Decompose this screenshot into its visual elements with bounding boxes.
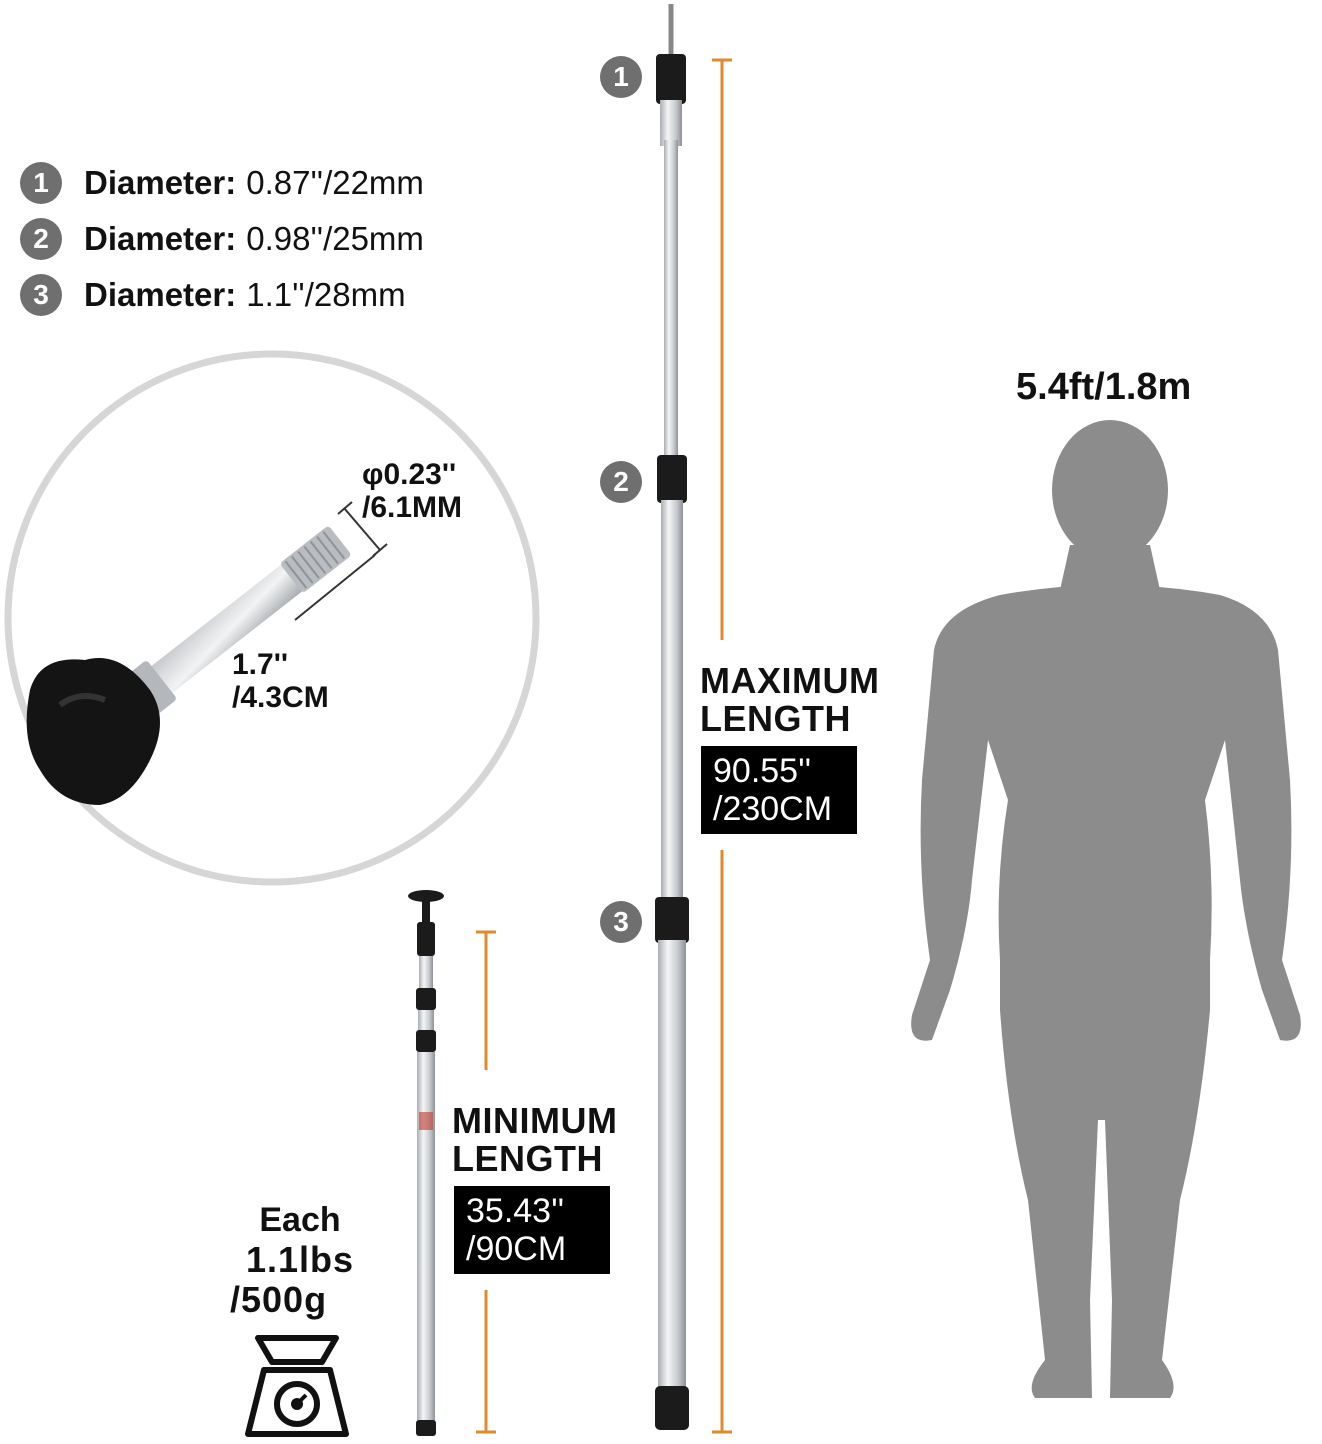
spec-row-2: 2 Diameter: 0.98''/25mm — [20, 218, 424, 260]
weight-grams: /500g — [230, 1279, 328, 1320]
min-length-value-line1: 35.43'' — [466, 1192, 565, 1230]
human-silhouette — [911, 420, 1301, 1398]
spec-row-3: 3 Diameter: 1.1''/28mm — [20, 274, 406, 316]
weight-lbs: 1.1lbs — [245, 1239, 355, 1280]
tip-diameter-line1: φ0.23'' — [362, 458, 457, 491]
pole-marker-3: 3 — [600, 901, 642, 943]
spec-key: Diameter: — [84, 276, 237, 313]
min-length-value-line2: /90CM — [466, 1230, 567, 1268]
number-3-badge: 3 — [20, 274, 62, 316]
spec-key: Diameter: — [84, 164, 237, 201]
spec-value: 0.98''/25mm — [246, 220, 424, 257]
min-length-label: MINIMUM LENGTH — [452, 1102, 617, 1178]
weight-label: Each 1.1lbs /500g — [230, 1200, 370, 1320]
collapsed-pole — [408, 890, 444, 1436]
min-length-label-line1: MINIMUM — [452, 1100, 618, 1141]
min-length-label-line2: LENGTH — [452, 1138, 603, 1179]
spec-value: 0.87''/22mm — [246, 164, 424, 201]
max-length-label-line2: LENGTH — [700, 698, 851, 739]
min-length-dimension — [476, 930, 496, 1434]
number-1-badge: 1 — [20, 162, 62, 204]
tip-length-label: 1.7'' /4.3CM — [232, 648, 329, 714]
max-length-value-line2: /230CM — [713, 790, 833, 828]
max-length-value: 90.55'' /230CM — [701, 746, 857, 834]
tip-length-line1: 1.7'' — [232, 648, 288, 681]
spec-row-1: 1 Diameter: 0.87''/22mm — [20, 162, 424, 204]
spec-value: 1.1''/28mm — [246, 276, 406, 313]
max-length-dimension — [712, 58, 732, 1434]
pole-marker-2: 2 — [600, 461, 642, 503]
human-height-label: 5.4ft/1.8m — [1016, 366, 1192, 408]
min-length-value: 35.43'' /90CM — [454, 1186, 610, 1274]
tip-diameter-line2: /6.1MM — [362, 491, 463, 524]
weight-each: Each — [259, 1201, 341, 1239]
scale-icon — [245, 1335, 349, 1437]
tip-length-line2: /4.3CM — [232, 681, 329, 714]
tip-diameter-label: φ0.23'' /6.1MM — [362, 458, 462, 524]
spec-key: Diameter: — [84, 220, 237, 257]
pole-marker-1: 1 — [600, 56, 642, 98]
max-length-value-line1: 90.55'' — [713, 752, 812, 790]
max-length-label: MAXIMUM LENGTH — [700, 662, 879, 738]
max-length-label-line1: MAXIMUM — [700, 660, 880, 701]
detail-magnifier — [4, 350, 540, 886]
extended-pole — [655, 4, 689, 1430]
number-2-badge: 2 — [20, 218, 62, 260]
